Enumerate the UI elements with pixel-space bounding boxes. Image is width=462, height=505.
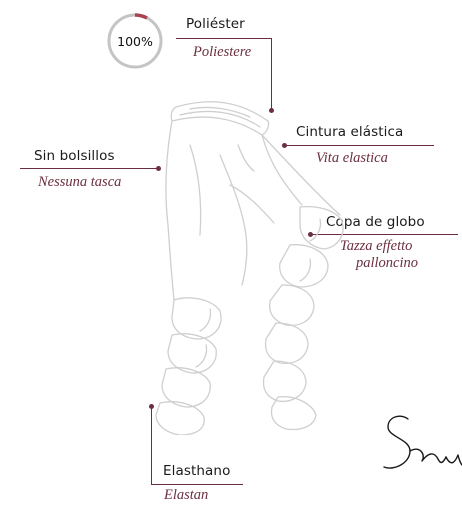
label-bottom-es: Elasthano — [163, 463, 230, 479]
label-pockets-es: Sin bolsillos — [34, 148, 115, 164]
badge-value: 100% — [105, 11, 165, 71]
label-fabric-es: Poliéster — [186, 16, 245, 32]
pants-sketch-icon — [150, 95, 380, 435]
signature-logo-icon — [380, 405, 462, 485]
connector-bottom-h — [151, 484, 243, 485]
label-pockets-it: Nessuna tasca — [38, 174, 121, 191]
composition-badge: 100% — [105, 11, 165, 71]
label-fabric-it: Poliestere — [193, 44, 251, 61]
connector-fabric-h — [176, 38, 272, 39]
label-bottom-it: Elastan — [164, 487, 208, 504]
connector-pockets — [20, 168, 158, 169]
